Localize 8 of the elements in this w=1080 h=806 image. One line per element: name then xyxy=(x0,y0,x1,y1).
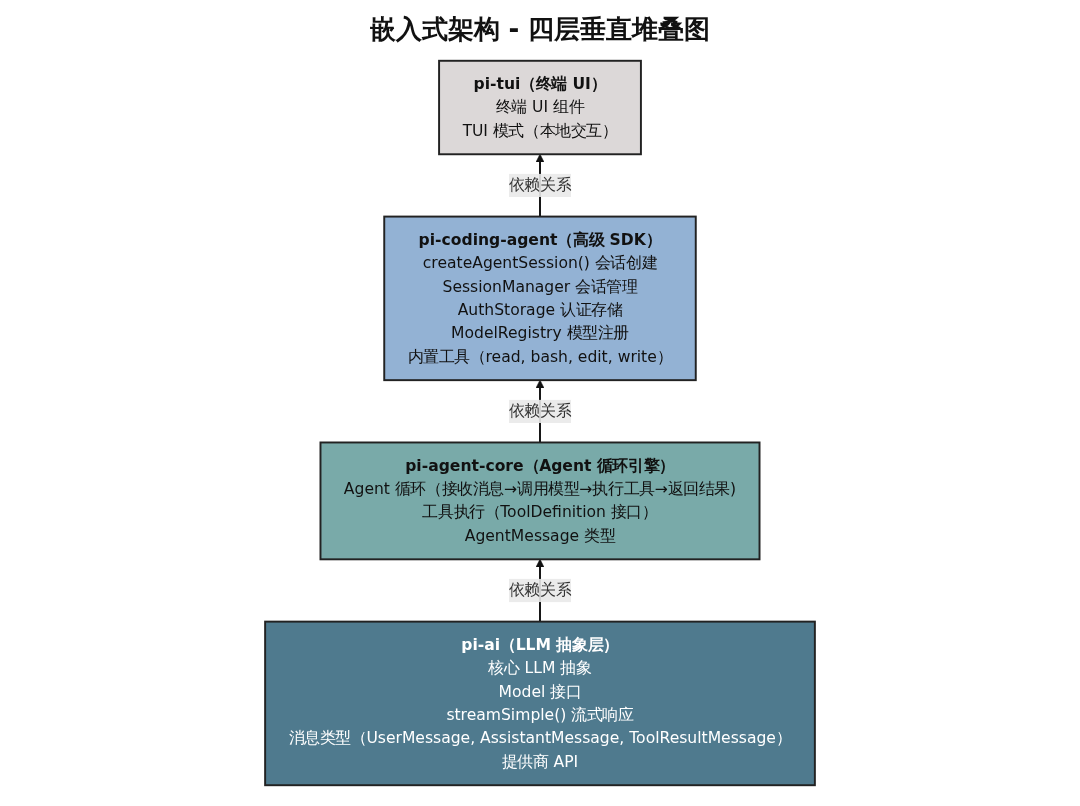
edge-label: 依赖关系 xyxy=(508,175,572,195)
edge-label: 依赖关系 xyxy=(508,580,572,600)
node-box: pi-agent-core（Agent 循环引擎） Agent 循环（接收消息→调用模型→执行工具→返回结果) 工具执行（ToolDefinition 接口） AgentMessage 类型 xyxy=(319,441,761,561)
diagram-title: 嵌入式架构 - 四层垂直堆叠图 xyxy=(368,13,712,46)
node-box: pi-ai（LLM 抽象层） 核心 LLM 抽象 Model 接口 streamSimple() 流式响应 消息类型（UserMessage, AssistantMessage, ToolResultMessage） 提供商 API xyxy=(264,620,816,787)
node-box: pi-tui（终端 UI） 终端 UI 组件 TUI 模式（本地交互） xyxy=(438,59,642,156)
edge-label: 依赖关系 xyxy=(508,401,572,421)
node-box: pi-coding-agent（高级 SDK） createAgentSession() 会话创建 SessionManager 会话管理 AuthStorage 认证存储 ModelRegistry 模型注册 内置工具（read, bash, edit, write） xyxy=(383,215,697,382)
